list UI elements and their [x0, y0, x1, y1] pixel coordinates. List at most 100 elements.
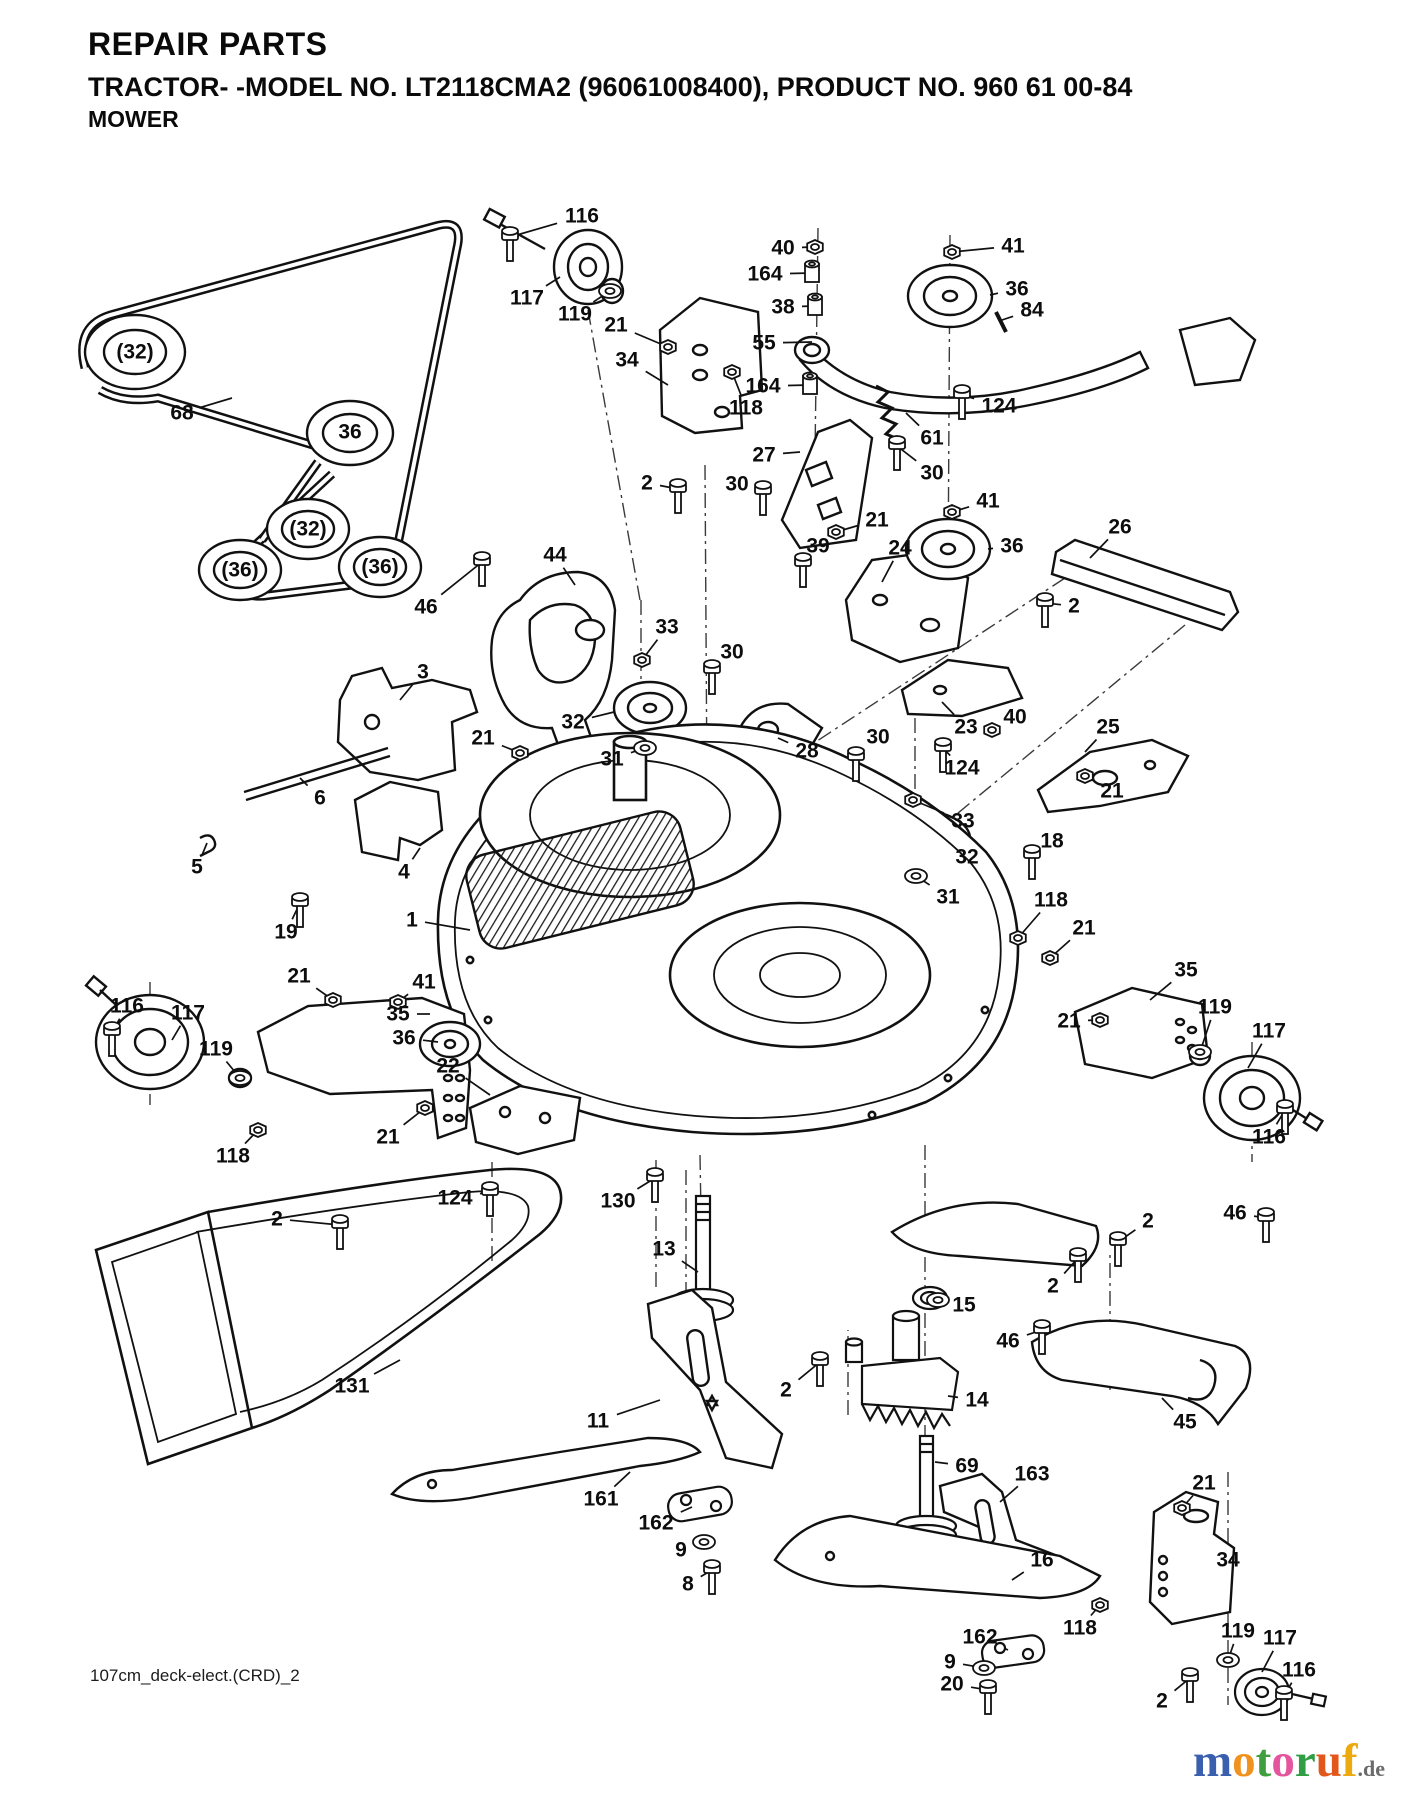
leader-line — [1161, 1397, 1174, 1411]
leader-line — [1084, 738, 1098, 753]
washer-glyph — [692, 1534, 716, 1550]
mandrel-pulley-32-left — [612, 680, 688, 736]
leader-line — [989, 292, 999, 296]
logo-letter: o — [1271, 1735, 1295, 1787]
bolt-glyph — [1275, 1685, 1293, 1721]
bracket-25 — [1036, 738, 1190, 814]
leader-line — [941, 701, 955, 716]
bracket-34-top — [658, 296, 764, 435]
bolt-glyph — [1181, 1667, 1199, 1703]
bolt-glyph — [1109, 1231, 1127, 1267]
nut-glyph — [1173, 1500, 1191, 1516]
washer-glyph — [904, 868, 928, 884]
section-label: MOWER — [88, 106, 179, 132]
nut-glyph — [389, 994, 407, 1010]
washer-glyph — [633, 740, 657, 756]
brace-bar-26 — [1050, 538, 1240, 632]
washer-glyph — [228, 1070, 252, 1086]
bolt-glyph — [1033, 1319, 1051, 1355]
bolt-glyph — [847, 746, 865, 782]
bush-glyph — [807, 292, 823, 316]
bracket-23 — [900, 658, 1024, 718]
idler-arm-55 — [793, 311, 1257, 415]
leader-line — [1149, 981, 1172, 1001]
bolt-glyph — [754, 480, 772, 516]
nut-glyph — [1091, 1012, 1109, 1028]
model-subtitle: TRACTOR- -MODEL NO. LT2118CMA2 (96061008… — [88, 72, 1133, 102]
leader-line — [1261, 1650, 1274, 1673]
bracket-27 — [780, 418, 874, 550]
bolt-glyph — [794, 552, 812, 588]
leader-line — [1011, 1571, 1025, 1581]
nut-glyph — [324, 992, 342, 1008]
leader-line — [987, 547, 994, 550]
leader-line — [782, 341, 813, 344]
leader-line — [1089, 538, 1109, 559]
nut-glyph — [1076, 768, 1094, 784]
logo-letter: t — [1255, 1735, 1272, 1787]
bolt-glyph — [473, 551, 491, 587]
bolt-glyph — [481, 1181, 499, 1217]
leader-line — [201, 842, 208, 855]
leader-line — [465, 1077, 491, 1096]
cotter-pin-5 — [199, 834, 217, 858]
logo-letter: o — [1232, 1735, 1256, 1787]
bracket-22 — [468, 1084, 582, 1156]
bolt-glyph — [291, 892, 309, 928]
bolt-glyph — [953, 384, 971, 420]
discharge-chute-131 — [94, 1167, 563, 1466]
gauge-wheel-right — [1188, 1045, 1325, 1142]
logo-letter: m — [1193, 1735, 1233, 1787]
nut-glyph — [511, 745, 529, 761]
nut-glyph — [904, 792, 922, 808]
leader-line — [1004, 1647, 1009, 1651]
nut-glyph — [723, 364, 741, 380]
bolt-glyph — [501, 226, 519, 262]
leader-line — [934, 1461, 949, 1465]
bush-glyph — [804, 259, 820, 283]
nut-glyph — [633, 652, 651, 668]
logo-suffix: .de — [1357, 1756, 1386, 1781]
leader-line — [680, 1506, 693, 1513]
bolt-glyph — [888, 435, 906, 471]
blade-16 — [773, 1514, 1102, 1600]
bolt-glyph — [103, 1021, 121, 1057]
document-header: REPAIR PARTS TRACTOR- -MODEL NO. LT2118C… — [88, 26, 1132, 133]
washer-glyph — [1216, 1652, 1240, 1668]
leader-line — [422, 1039, 439, 1043]
bolt-glyph — [811, 1351, 829, 1387]
bolt-glyph — [331, 1214, 349, 1250]
washer-glyph — [926, 1292, 950, 1308]
nut-glyph — [659, 339, 677, 355]
leader-line — [1001, 315, 1014, 321]
leader-line — [562, 567, 576, 586]
page-title: REPAIR PARTS — [88, 26, 328, 62]
idler-pulley-36-lower — [904, 517, 992, 581]
idler-pulley-36-left — [418, 1020, 482, 1068]
leader-line — [681, 1260, 699, 1273]
leader-line — [881, 560, 894, 583]
nut-glyph — [416, 1100, 434, 1116]
nut-glyph — [943, 244, 961, 260]
bracket-24 — [844, 550, 970, 664]
motoruf-logo[interactable]: motoruf.de — [1193, 1738, 1385, 1785]
nut-glyph — [806, 239, 824, 255]
bolt-glyph — [1069, 1247, 1087, 1283]
leader-line — [591, 711, 615, 719]
bracket-4 — [353, 780, 444, 862]
bracket-35-left — [256, 996, 472, 1140]
nut-glyph — [249, 1122, 267, 1138]
bolt-glyph — [646, 1167, 664, 1203]
bolt-glyph — [703, 659, 721, 695]
bracket-34-bottom — [1148, 1490, 1236, 1626]
leader-line — [616, 1399, 661, 1416]
bolt-glyph — [703, 1559, 721, 1595]
leader-line — [782, 451, 801, 455]
leader-line — [1247, 1043, 1263, 1069]
bolt-glyph — [1276, 1099, 1294, 1135]
baffle-45 — [1030, 1319, 1252, 1427]
bolt-glyph — [979, 1679, 997, 1715]
leader-line — [613, 1471, 631, 1488]
nut-glyph — [943, 504, 961, 520]
